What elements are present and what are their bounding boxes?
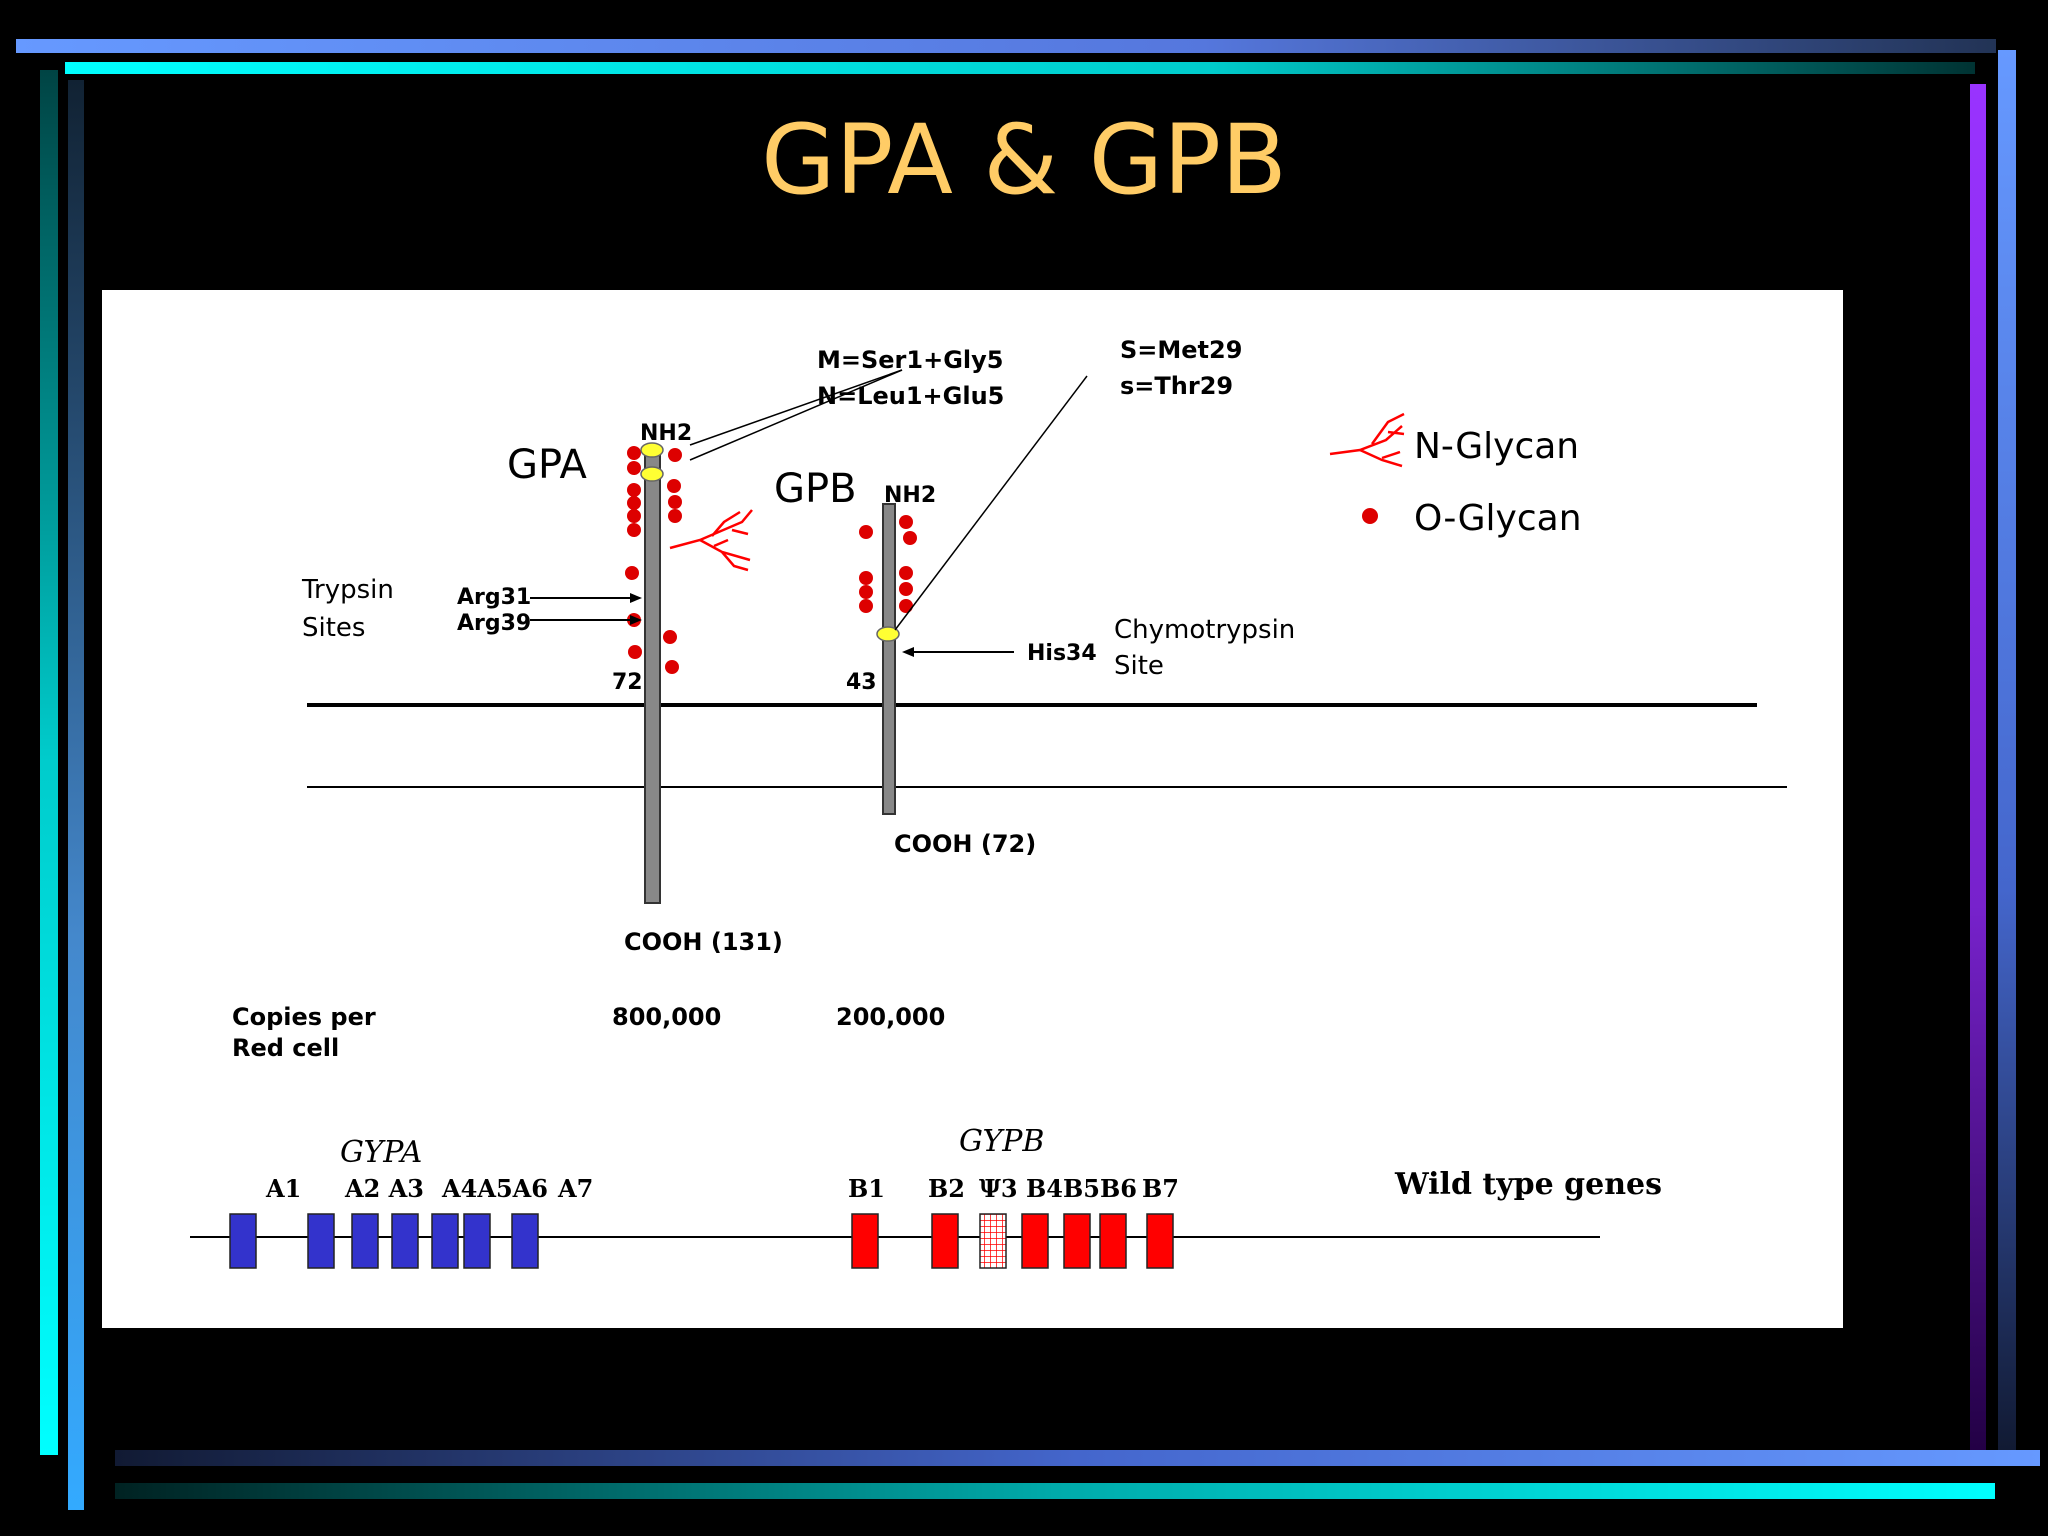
frame-bar-left-blue xyxy=(68,80,84,1510)
gpa-mn-site-2 xyxy=(640,466,664,482)
trypsin-label-line2: Sites xyxy=(302,613,365,643)
gpa-membrane-residue: 72 xyxy=(612,670,643,695)
arg31-arrowhead xyxy=(630,593,642,603)
gypb-exon-label-psi3: Ψ3 xyxy=(979,1174,1018,1203)
gypa-exon-a4 xyxy=(391,1213,419,1269)
ss-callout-line xyxy=(894,375,1088,631)
ss-definition-line2: s=Thr29 xyxy=(1120,372,1233,400)
gypb-exon-b2 xyxy=(931,1213,959,1269)
gpa-label: GPA xyxy=(507,442,588,488)
gypb-exon-label-b4-b6: B4B5B6 xyxy=(1026,1174,1137,1203)
gypa-exon-label-a2-a3: A2 A3 xyxy=(344,1174,424,1203)
legend-o-glycan-symbol xyxy=(1362,508,1378,524)
gpb-protein-bar xyxy=(882,503,896,815)
his34-arrowhead xyxy=(902,647,914,657)
mn-definition-line2: N=Leu1+Glu5 xyxy=(817,382,1004,410)
legend-n-glycan-symbol xyxy=(1329,412,1405,468)
mn-callout-line-2 xyxy=(689,369,903,461)
frame-bar-right-purple xyxy=(1970,84,1986,1454)
gypb-exon-b4 xyxy=(1021,1213,1049,1269)
gpb-cooh-label: COOH (72) xyxy=(894,830,1036,858)
glycophorin-diagram: GPA NH2 Trypsin Sites Arg31 Arg39 7 xyxy=(102,290,1843,1328)
arg31-label: Arg31 xyxy=(457,585,531,610)
chymotrypsin-label-line2: Site xyxy=(1114,651,1164,681)
gpb-o-glycans xyxy=(859,515,917,613)
gypa-exon-a6 xyxy=(463,1213,491,1269)
gypb-exon-label-b1: B1 xyxy=(848,1174,885,1203)
copies-label-line2: Red cell xyxy=(232,1034,339,1062)
chymotrypsin-label-line1: Chymotrypsin xyxy=(1114,615,1295,645)
gpa-cooh-label: COOH (131) xyxy=(624,928,783,956)
arg39-arrowhead xyxy=(630,615,642,625)
frame-bar-bottom-cyan xyxy=(115,1483,1995,1499)
gpb-membrane-residue: 43 xyxy=(846,670,877,695)
slide-title: GPA & GPB xyxy=(761,104,1287,216)
gypa-exon-a5 xyxy=(431,1213,459,1269)
arg39-label: Arg39 xyxy=(457,611,531,636)
gypa-exon-label-a7: A7 xyxy=(557,1174,593,1203)
copies-label-line1: Copies per xyxy=(232,1003,376,1031)
gypb-exon-b6 xyxy=(1099,1213,1127,1269)
gypa-gene-label: GYPA xyxy=(340,1135,422,1170)
gypb-exons xyxy=(851,1213,1174,1269)
gpb-label: GPB xyxy=(774,466,857,512)
gpa-o-glycans xyxy=(625,446,682,674)
gypb-exon-label-b2: B2 xyxy=(928,1174,965,1203)
gpb-ss-site xyxy=(876,626,900,642)
gypb-exon-b7 xyxy=(1146,1213,1174,1269)
gpa-copies-value: 800,000 xyxy=(612,1003,721,1031)
frame-bar-top-cyan xyxy=(65,62,1975,74)
gpa-protein-bar xyxy=(644,447,661,904)
gpa-nh2-label: NH2 xyxy=(640,421,692,446)
gpa-n-glycan xyxy=(669,509,753,572)
mn-callout-line-1 xyxy=(689,369,903,446)
diagram-canvas: GPA NH2 Trypsin Sites Arg31 Arg39 7 xyxy=(190,336,1787,1269)
gpb-copies-value: 200,000 xyxy=(836,1003,945,1031)
frame-bar-top-blue xyxy=(16,39,1996,53)
legend-o-glycan-label: O-Glycan xyxy=(1414,498,1582,539)
gypa-exon-a2 xyxy=(307,1213,335,1269)
gypb-exon-b5 xyxy=(1063,1213,1091,1269)
his34-label: His34 xyxy=(1027,641,1097,666)
gypb-exon-psi3 xyxy=(979,1213,1007,1269)
gpa-mn-site-1 xyxy=(640,442,664,458)
frame-bar-right-blue xyxy=(1998,50,2016,1450)
gypa-exons xyxy=(229,1213,539,1269)
frame-bar-left-cyan xyxy=(40,70,58,1455)
trypsin-label-line1: Trypsin xyxy=(301,575,394,605)
legend-n-glycan-label: N-Glycan xyxy=(1414,426,1579,467)
frame-bar-bottom-blue xyxy=(115,1450,2040,1466)
gypa-exon-label-a1: A1 xyxy=(265,1174,301,1203)
gypb-gene-label: GYPB xyxy=(959,1124,1044,1159)
ss-definition-line1: S=Met29 xyxy=(1120,336,1242,364)
mn-definition-line1: M=Ser1+Gly5 xyxy=(817,346,1003,374)
wild-type-genes-label: Wild type genes xyxy=(1394,1167,1662,1202)
gypa-exon-a3 xyxy=(351,1213,379,1269)
gypa-exon-a7 xyxy=(511,1213,539,1269)
gypa-exon-label-a4-a6: A4A5A6 xyxy=(441,1174,548,1203)
gypa-exon-a1 xyxy=(229,1213,257,1269)
gypb-exon-label-b7: B7 xyxy=(1142,1174,1179,1203)
gypb-exon-b1 xyxy=(851,1213,879,1269)
